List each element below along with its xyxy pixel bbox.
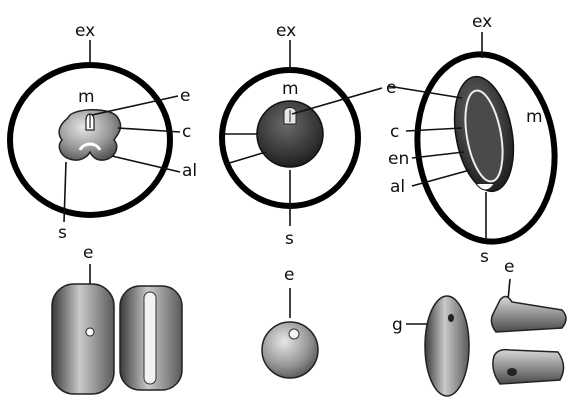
middle-section: ex m e s e: [222, 21, 396, 378]
right-label-ex: ex: [472, 12, 492, 32]
left-seed-label-e: e: [83, 243, 93, 263]
right-label-c: c: [390, 122, 399, 142]
right-label-en: en: [388, 149, 409, 169]
left-label-m: m: [78, 87, 95, 107]
middle-seed-label-e: e: [284, 265, 294, 285]
right-seed-side-bottom: [493, 350, 564, 384]
middle-label-e: e: [386, 78, 396, 98]
middle-label-ex: ex: [276, 21, 296, 41]
left-label-ex: ex: [75, 21, 95, 41]
middle-label-s: s: [285, 229, 294, 249]
left-section: ex m e c al s e: [10, 21, 197, 394]
left-label-c: c: [182, 122, 191, 142]
right-label-m: m: [526, 107, 543, 127]
right-label-al: al: [390, 177, 405, 197]
right-seed-whole: [425, 296, 469, 396]
right-seed-label-e: e: [504, 257, 514, 277]
right-seed-side-top: [491, 296, 566, 332]
right-section: ex m c en al s g e: [388, 12, 566, 396]
left-label-s: s: [58, 223, 67, 243]
right-label-s: s: [480, 247, 489, 267]
middle-label-m: m: [282, 79, 299, 99]
left-seed-front: [52, 284, 114, 394]
left-label-e: e: [180, 86, 190, 106]
left-label-al: al: [182, 161, 197, 181]
right-seed-label-g: g: [392, 315, 403, 335]
